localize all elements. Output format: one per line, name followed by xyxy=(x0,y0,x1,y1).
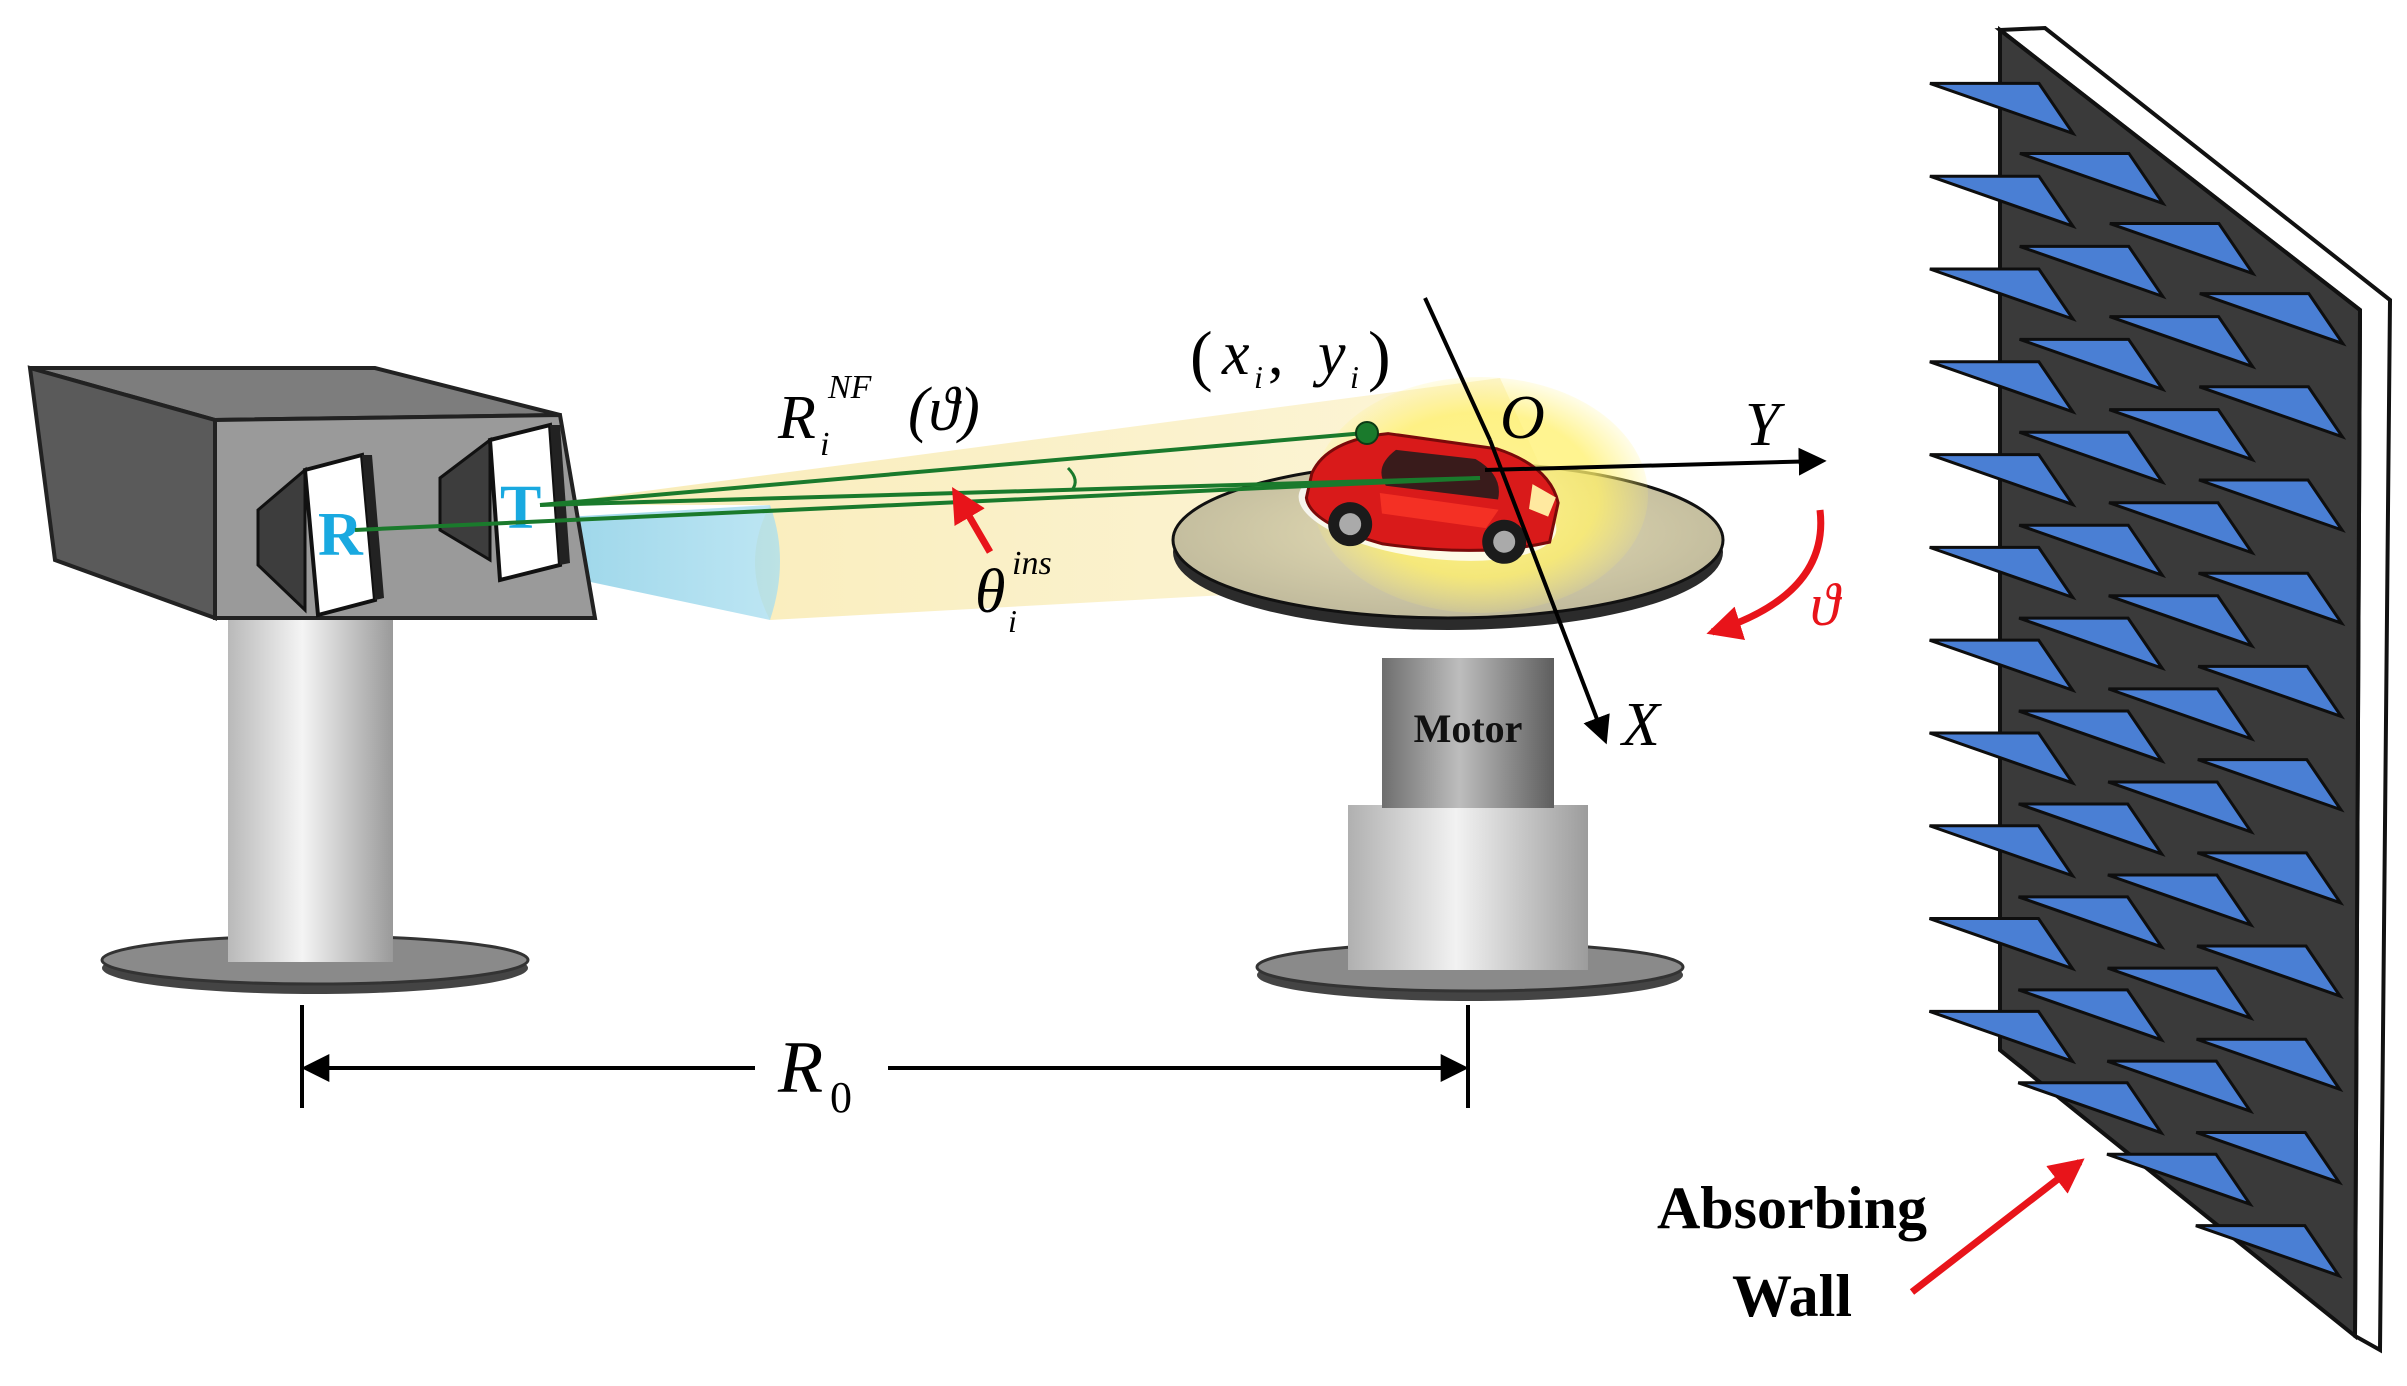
nf-range-sub: i xyxy=(820,426,829,463)
wall-label-line2: Wall xyxy=(1732,1263,1852,1329)
absorber-cone xyxy=(2199,292,2347,347)
nf-range-arg: (ϑ) xyxy=(908,376,980,444)
x-axis-label: X xyxy=(1619,691,1662,759)
absorber-cone xyxy=(2017,1081,2166,1136)
absorber-cone xyxy=(2197,664,2346,720)
x-axis-arrow xyxy=(1488,439,1610,745)
point-open-paren: ( xyxy=(1190,317,1213,393)
absorber-cone xyxy=(1929,267,2077,322)
incidence-sup: ins xyxy=(1012,545,1052,582)
motor-label: Motor xyxy=(1414,706,1523,751)
transmitter-label: T xyxy=(500,474,541,542)
absorber-cone xyxy=(2107,873,2255,928)
range-subscript: 0 xyxy=(830,1073,852,1122)
absorber-cone xyxy=(2018,430,2167,486)
rotation-direction-arrow xyxy=(1706,509,1825,640)
point-y: y xyxy=(1312,320,1346,388)
rotation-axis-tilt xyxy=(1423,297,1492,441)
absorber-cone xyxy=(2198,571,2346,627)
range-label: R 0 xyxy=(777,1027,852,1122)
incidence-base: θ xyxy=(975,558,1005,626)
absorber-cone xyxy=(2018,523,2167,579)
incidence-angle-label: θ i ins xyxy=(975,545,1052,639)
nf-range-label: R i NF (ϑ) xyxy=(777,369,980,463)
absorber-cone xyxy=(2017,988,2166,1043)
absorber-cones xyxy=(1928,81,2347,1279)
y-axis-arrow xyxy=(1484,447,1827,476)
incidence-angle-arrow xyxy=(951,486,994,554)
absorber-cone xyxy=(2018,802,2166,857)
absorber-cone xyxy=(2019,244,2167,300)
car-target xyxy=(1298,432,1560,564)
absorber-cone xyxy=(2109,222,2257,277)
turntable-stand: Motor xyxy=(1255,658,1685,1001)
absorber-cone xyxy=(2109,315,2257,370)
point-x-sub: i xyxy=(1254,359,1263,395)
transmitter-horn xyxy=(438,422,570,583)
absorber-cone xyxy=(2195,1130,2344,1186)
absorber-cone xyxy=(1928,917,2077,972)
absorber-cone xyxy=(1929,360,2077,415)
wall-label-line1: Absorbing xyxy=(1657,1175,1927,1241)
scatter-point-marker xyxy=(1355,421,1379,445)
absorber-cone xyxy=(1929,545,2077,601)
point-y-sub: i xyxy=(1350,359,1359,395)
absorber-cone xyxy=(2195,1224,2343,1279)
point-close-paren: ) xyxy=(1368,317,1391,393)
absorber-cone xyxy=(2018,709,2166,764)
range-symbol: R xyxy=(777,1027,823,1109)
absorber-cone xyxy=(2198,385,2347,440)
origin-label: O xyxy=(1500,384,1545,452)
range-dimension xyxy=(300,1005,1470,1108)
absorber-cone xyxy=(1929,453,2077,508)
absorber-cone xyxy=(2196,851,2345,906)
absorber-cone xyxy=(1929,81,2077,137)
absorber-cone xyxy=(2108,594,2256,649)
absorber-cone xyxy=(2196,944,2344,999)
absorber-cone xyxy=(2108,501,2256,556)
absorber-cone xyxy=(1929,174,2077,230)
absorber-cone xyxy=(2107,966,2255,1021)
absorber-cone xyxy=(1928,1009,2077,1065)
absorber-cone xyxy=(2019,337,2167,393)
radar-stand xyxy=(100,610,530,994)
absorber-cone xyxy=(2197,758,2345,813)
absorber-cone xyxy=(2198,478,2346,533)
absorber-cone xyxy=(1929,638,2077,694)
absorber-cone xyxy=(1929,824,2077,879)
point-comma: , xyxy=(1268,320,1284,388)
absorber-cone xyxy=(2107,780,2255,835)
nf-range-base: R xyxy=(777,384,816,452)
y-axis-label: Y xyxy=(1745,391,1785,459)
rotation-angle-label: ϑ xyxy=(1810,572,1843,638)
point-x: x xyxy=(1221,320,1250,388)
receiver-label: R xyxy=(318,501,364,569)
wall-pointer-arrow xyxy=(1909,1158,2085,1295)
absorber-cone xyxy=(2107,687,2256,742)
radar-head: R T xyxy=(27,365,598,621)
absorber-cone xyxy=(2018,895,2166,950)
incidence-sub: i xyxy=(1008,603,1017,639)
nf-range-sup: NF xyxy=(827,369,873,406)
absorber-cone xyxy=(2018,616,2166,672)
absorber-cone xyxy=(2108,408,2257,463)
absorber-cone xyxy=(2019,151,2167,207)
absorbing-wall xyxy=(1928,25,2393,1354)
range-lines xyxy=(354,421,1481,532)
absorber-cone xyxy=(2106,1152,2254,1208)
absorber-cone xyxy=(2196,1037,2344,1093)
absorber-cone xyxy=(1929,731,2077,786)
absorber-cone xyxy=(2106,1059,2255,1115)
scatter-point-label: ( x i , y i ) xyxy=(1190,317,1391,395)
